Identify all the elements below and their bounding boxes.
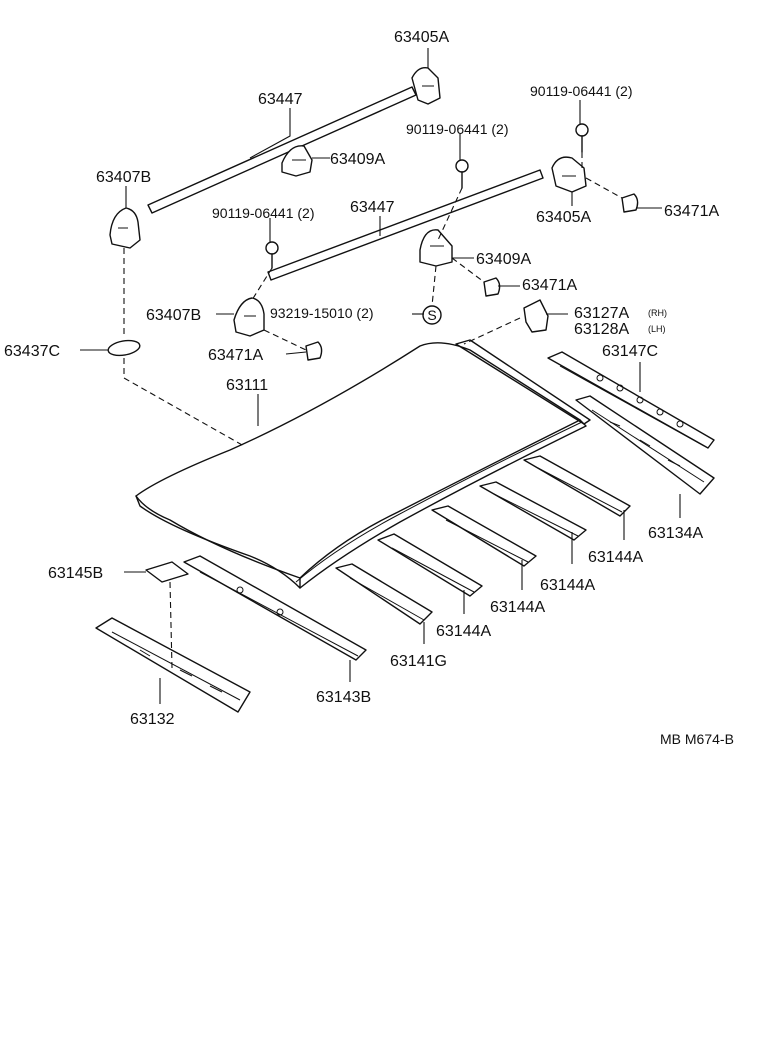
label-63144A-1: 63144A bbox=[588, 549, 643, 566]
rail-end-rear-left bbox=[411, 67, 441, 105]
label-63111: 63111 bbox=[226, 377, 268, 394]
label-bolt-c: 90119-06441 (2) bbox=[212, 205, 314, 221]
front-header-inner bbox=[183, 555, 367, 661]
leader-lines bbox=[80, 48, 681, 704]
front-header-lower bbox=[95, 617, 251, 713]
rail-end-front-left bbox=[109, 207, 141, 249]
bolt-icon-a bbox=[575, 123, 589, 153]
reference-code: MB M674-B bbox=[660, 731, 734, 747]
label-63147C: 63147C bbox=[602, 343, 658, 360]
label-63437C: 63437C bbox=[4, 343, 60, 360]
rail-end-rear-right bbox=[551, 156, 587, 193]
corner-bracket bbox=[523, 299, 549, 333]
rail-support-right bbox=[419, 229, 453, 267]
label-63132: 63132 bbox=[130, 711, 175, 728]
assembly-guides bbox=[123, 152, 623, 669]
label-63471A-mid: 63471A bbox=[522, 277, 577, 294]
part-labels: 63405A 63447 63409A 63407B 90119-06441 (… bbox=[4, 29, 734, 747]
label-63143B: 63143B bbox=[316, 689, 371, 706]
s-mark: S bbox=[422, 305, 442, 325]
label-63407B-mid: 63407B bbox=[146, 307, 201, 324]
label-63144A-2: 63144A bbox=[540, 577, 595, 594]
label-93219: 93219-15010 (2) bbox=[270, 305, 374, 321]
label-63405A-top: 63405A bbox=[394, 29, 449, 46]
rail-support-left bbox=[281, 145, 313, 177]
grommet-icon bbox=[107, 339, 141, 357]
roof-bow-4 bbox=[523, 455, 631, 517]
roof-bow-rear-upper bbox=[547, 351, 715, 449]
label-63409A-mid: 63409A bbox=[476, 251, 531, 268]
label-63134A: 63134A bbox=[648, 525, 703, 542]
label-63128A-suffix: (LH) bbox=[648, 324, 666, 334]
roof-bow-1 bbox=[377, 533, 483, 597]
label-63471A-right: 63471A bbox=[664, 203, 719, 220]
roof-bow-rear bbox=[575, 395, 715, 495]
label-63128A: 63128A bbox=[574, 321, 629, 338]
bolt-icon-c bbox=[265, 241, 279, 269]
roof-bow-2 bbox=[431, 505, 537, 567]
end-cap-left-icon bbox=[305, 341, 323, 361]
roof-rack-rail-right bbox=[267, 169, 544, 281]
rail-end-front-right bbox=[233, 297, 265, 337]
roof-bow-front bbox=[335, 563, 433, 625]
bolt-icon-b bbox=[455, 159, 469, 189]
label-63144A-4: 63144A bbox=[436, 623, 491, 640]
label-63407B-top: 63407B bbox=[96, 169, 151, 186]
s-mark-label: S bbox=[427, 307, 436, 323]
label-bolt-b: 90119-06441 (2) bbox=[406, 121, 508, 137]
roof-bow-3 bbox=[479, 481, 587, 541]
label-63447-top: 63447 bbox=[258, 91, 303, 108]
roof-panel bbox=[135, 339, 591, 589]
label-63127A-suffix: (RH) bbox=[648, 308, 667, 318]
end-cap-mid-icon bbox=[483, 277, 501, 297]
label-63405A-right: 63405A bbox=[536, 209, 591, 226]
label-63145B: 63145B bbox=[48, 565, 103, 582]
label-bolt-a: 90119-06441 (2) bbox=[530, 83, 632, 99]
label-63141G: 63141G bbox=[390, 653, 447, 670]
label-63144A-3: 63144A bbox=[490, 599, 545, 616]
label-63127A: 63127A bbox=[574, 305, 629, 322]
label-63471A-left: 63471A bbox=[208, 347, 263, 364]
label-63447-mid: 63447 bbox=[350, 199, 395, 216]
label-63409A-top: 63409A bbox=[330, 151, 385, 168]
header-bracket bbox=[145, 561, 189, 583]
end-cap-right-icon bbox=[621, 193, 639, 213]
